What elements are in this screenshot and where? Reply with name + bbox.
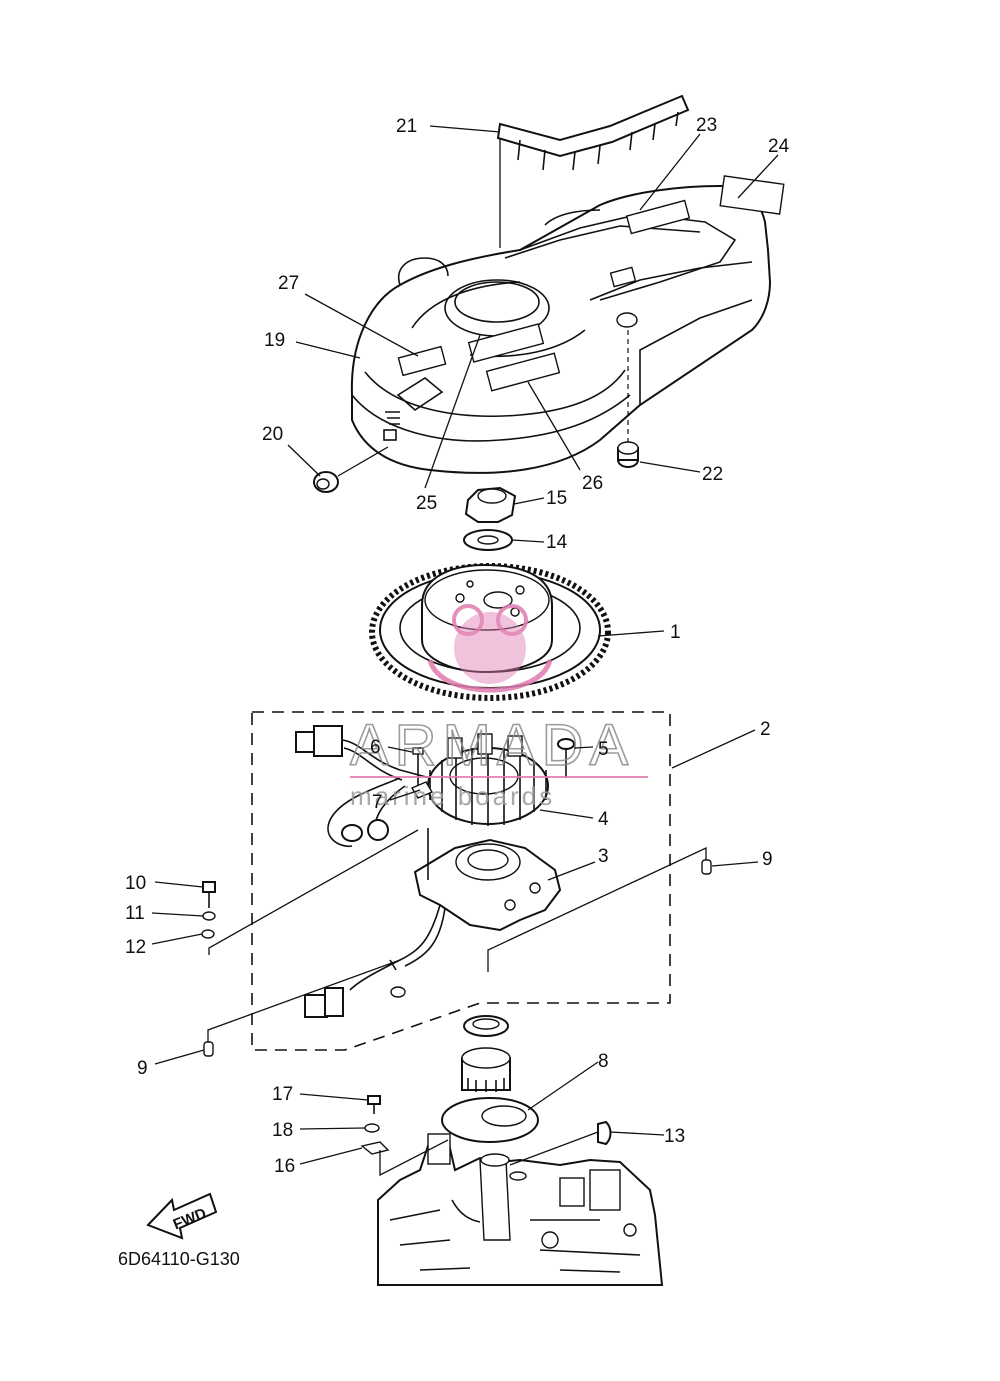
callout-21: 21 [396,116,417,137]
washer-11-part [202,911,216,921]
bolt-10-part [202,881,216,908]
grommet-part [313,446,389,493]
fwd-arrow-icon: FWD [146,1192,218,1240]
leader-9-left [207,959,401,1043]
callout-8: 8 [598,1051,609,1072]
screw-5-part [557,738,575,778]
callout-2: 2 [760,719,771,740]
callout-4: 4 [598,809,609,830]
callout-25: 25 [416,493,437,514]
leader-13-line [509,1131,599,1166]
drawing-code: 6D64110-G130 [118,1249,240,1269]
washer-part [463,529,513,551]
screw-6-part [412,747,424,790]
callout-14: 14 [546,532,568,553]
leader-16-line [379,1139,449,1177]
washer-12-part [201,929,215,939]
leader-lines [151,125,779,1165]
watermark-brand: ARMADA [350,713,634,778]
leader-10-12 [208,829,419,955]
label-plate-27 [397,345,447,377]
seal-strip-part [496,94,690,248]
pulley-part [461,1015,511,1092]
callout-27: 27 [278,273,299,294]
callout-12: 12 [125,937,146,958]
leader-9-right [487,846,707,972]
callout-13: 13 [664,1126,685,1147]
callout-5: 5 [598,739,609,760]
callout-1: 1 [670,622,681,643]
callout-26: 26 [582,473,603,494]
flywheel-part [369,563,611,701]
label-plate-25 [467,323,545,363]
callout-15: 15 [546,488,567,509]
engine-block-part [377,1133,664,1286]
callout-9-left: 9 [137,1058,148,1079]
dowel-pin-left [203,1041,214,1057]
callout-3: 3 [598,846,609,867]
callout-7: 7 [372,792,383,813]
callout-9-right: 9 [762,849,773,870]
stator-wire-harness [295,725,431,847]
callout-24: 24 [768,136,790,157]
callout-6: 6 [370,737,381,758]
plate-16-part [360,1141,390,1155]
watermark: ARMADA marine boards [349,604,648,811]
starter-plate-8-part [441,1097,539,1143]
label-plate-26 [485,352,561,392]
callout-17: 17 [272,1084,293,1105]
dowel-pin-right [701,859,712,875]
callout-22: 22 [702,464,723,485]
callout-11: 11 [125,903,145,924]
callout-10: 10 [125,873,146,894]
washer-18-part [364,1123,380,1133]
flywheel-cover-part [350,184,772,474]
screw-17-part [367,1095,381,1114]
callout-18: 18 [272,1120,293,1141]
callout-16: 16 [274,1156,295,1177]
callout-20: 20 [262,424,283,445]
callout-23: 23 [696,115,717,136]
base-plate-part [304,828,562,1018]
key-13-part [597,1120,612,1146]
watermark-tagline: marine boards [350,781,555,811]
flywheel-nut-part [464,486,517,523]
clamp-7-part [410,781,434,799]
callout-19: 19 [264,330,285,351]
damper-part [617,330,639,468]
